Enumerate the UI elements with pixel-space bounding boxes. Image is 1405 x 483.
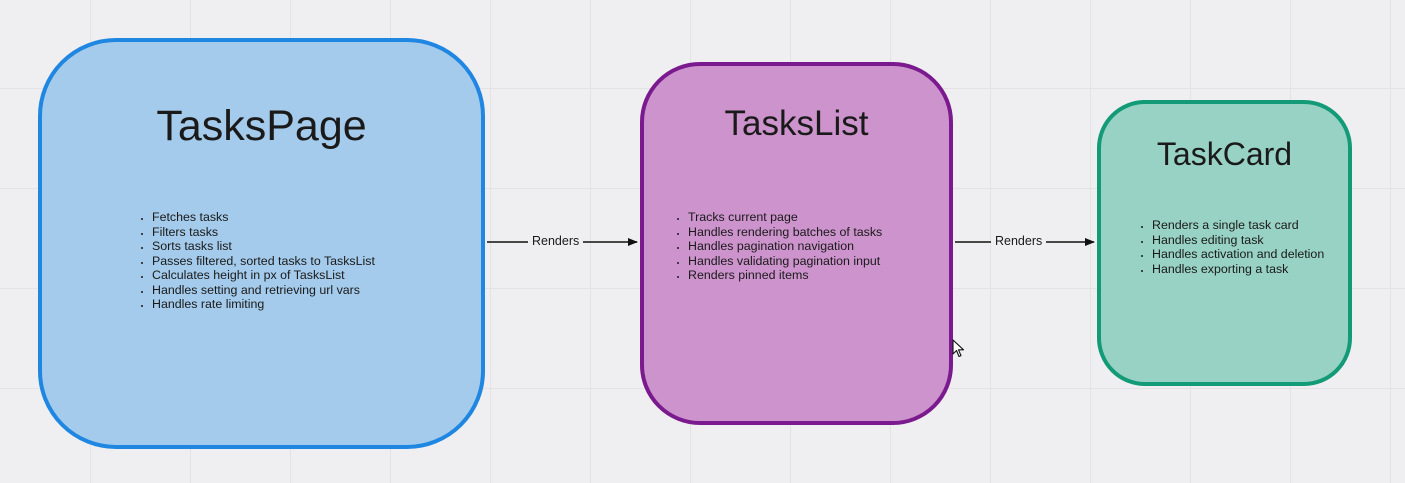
list-item: Handles pagination navigation [688,239,882,254]
list-item: Handles rate limiting [152,297,375,312]
list-item: Sorts tasks list [152,239,375,254]
node-tasks-list[interactable]: TasksList Tracks current page Handles re… [640,62,953,425]
list-item: Handles validating pagination input [688,254,882,269]
list-item: Handles rendering batches of tasks [688,225,882,240]
responsibility-list: Fetches tasks Filters tasks Sorts tasks … [138,210,375,312]
list-item: Handles exporting a task [1152,262,1324,277]
responsibility-list: Tracks current page Handles rendering ba… [674,210,882,283]
edge-label-renders: Renders [528,234,584,248]
mouse-pointer-icon [952,339,965,358]
list-item: Renders pinned items [688,268,882,283]
node-title: TasksPage [156,102,367,150]
list-item: Passes filtered, sorted tasks to TasksLi… [152,254,375,269]
node-tasks-page[interactable]: TasksPage Fetches tasks Filters tasks So… [38,38,485,449]
node-title: TasksList [724,104,869,143]
responsibility-list: Renders a single task card Handles editi… [1138,218,1324,276]
list-item: Handles activation and deletion [1152,247,1324,262]
edge-label-renders: Renders [991,234,1047,248]
node-task-card[interactable]: TaskCard Renders a single task card Hand… [1097,100,1352,386]
list-item: Renders a single task card [1152,218,1324,233]
list-item: Calculates height in px of TasksList [152,268,375,283]
node-title: TaskCard [1156,136,1293,172]
list-item: Fetches tasks [152,210,375,225]
list-item: Handles setting and retrieving url vars [152,283,375,298]
list-item: Filters tasks [152,225,375,240]
list-item: Handles editing task [1152,233,1324,248]
list-item: Tracks current page [688,210,882,225]
